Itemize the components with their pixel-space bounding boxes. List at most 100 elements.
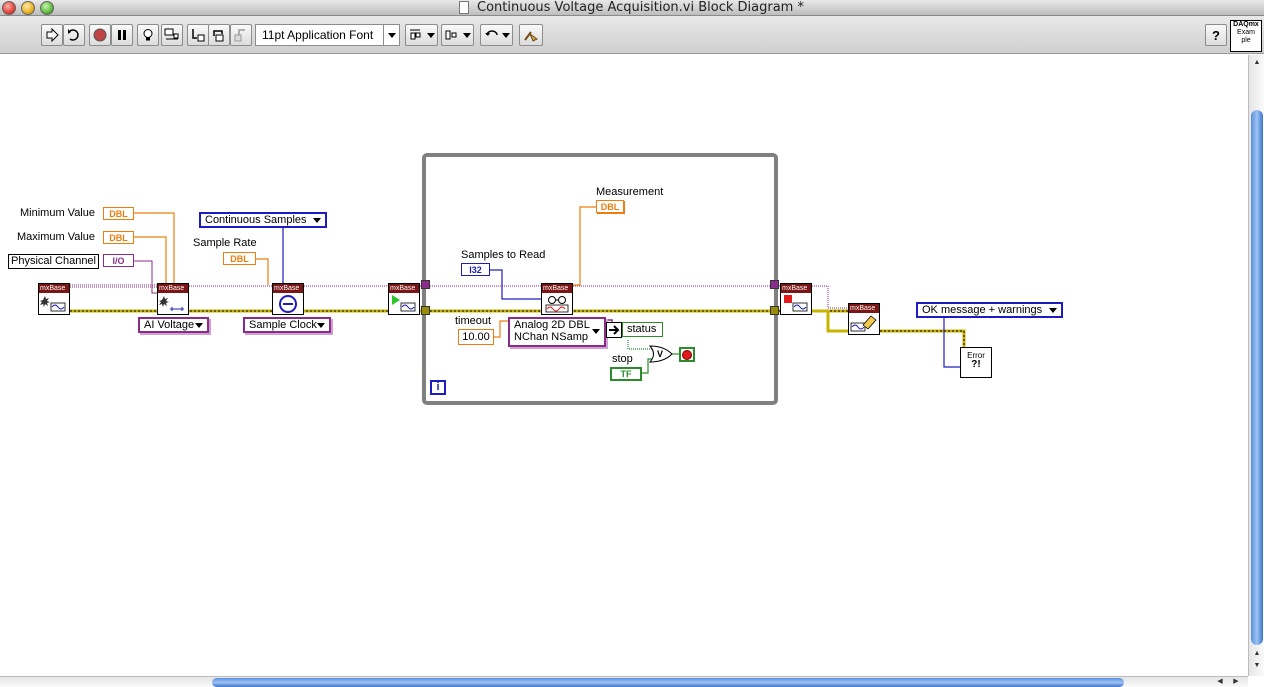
- error-dialog-type-ring[interactable]: OK message + warnings: [916, 302, 1063, 318]
- arrow-right-icon: [609, 325, 620, 335]
- vi-icon-line: DAQmx: [1233, 21, 1259, 28]
- task-out-tunnel: [770, 280, 779, 289]
- close-window-button[interactable]: [2, 1, 16, 15]
- samples-to-read-label: Samples to Read: [461, 249, 546, 261]
- sparkle-waveform-icon: [40, 296, 66, 312]
- distribute-objects-icon: [445, 30, 456, 40]
- run-continuously-button[interactable]: [63, 24, 85, 46]
- maximum-value-control[interactable]: DBL: [103, 231, 134, 244]
- wires-layer: [70, 206, 966, 374]
- vertical-scroll-thumb[interactable]: [1251, 110, 1263, 645]
- block-diagram-canvas[interactable]: Minimum Value DBL Maximum Value DBL Phys…: [0, 55, 1248, 676]
- abort-button[interactable]: [89, 24, 111, 46]
- reorder-button[interactable]: [480, 24, 513, 46]
- physical-channel-control[interactable]: I/O: [103, 254, 134, 267]
- error-vi-sub: ?!: [971, 359, 981, 370]
- scroll-down-icon[interactable]: ▼: [1253, 662, 1261, 669]
- zoom-window-button[interactable]: [40, 1, 54, 15]
- clean-up-diagram-button[interactable]: [519, 24, 543, 46]
- minimum-value-control[interactable]: DBL: [103, 207, 134, 220]
- unbundle-by-name-node[interactable]: [606, 322, 622, 338]
- distribute-objects-button[interactable]: [441, 24, 474, 46]
- step-into-button[interactable]: [187, 24, 209, 46]
- scroll-up-icon[interactable]: ▲: [1253, 59, 1261, 66]
- stop-button-control[interactable]: TF: [610, 367, 642, 381]
- read-mode-line1: Analog 2D DBL: [514, 319, 590, 331]
- stop-task-vi[interactable]: mxBase: [780, 283, 812, 315]
- step-out-button[interactable]: [230, 24, 252, 46]
- physical-channel-label: Physical Channel: [8, 254, 99, 269]
- vi-header: mxBase: [781, 284, 811, 293]
- step-out-icon: [234, 29, 245, 42]
- measurement-label: Measurement: [596, 186, 664, 198]
- sample-mode-ring[interactable]: Continuous Samples: [199, 212, 327, 228]
- vi-header: mxBase: [542, 284, 572, 293]
- chevron-down-icon: [462, 32, 471, 38]
- chevron-down-icon: [592, 329, 600, 334]
- diagram-toolbar: 11pt Application Font ? DAQmx Exam ple: [0, 16, 1264, 54]
- status-element: status: [622, 322, 663, 337]
- chevron-down-icon: [501, 32, 510, 38]
- abort-stop-icon: [93, 28, 107, 42]
- loop-iteration-terminal: i: [430, 380, 446, 395]
- stop-square-icon: [784, 295, 808, 312]
- timeout-constant[interactable]: 10.00: [458, 329, 494, 345]
- play-icon: [392, 295, 416, 312]
- start-task-vi[interactable]: mxBase: [388, 283, 420, 315]
- error-in-tunnel: [421, 306, 430, 315]
- sample-rate-control[interactable]: DBL: [223, 252, 256, 265]
- run-button[interactable]: [41, 24, 63, 46]
- read-mode-ring[interactable]: Analog 2D DBL NChan NSamp: [508, 317, 606, 347]
- create-virtual-channel-vi[interactable]: mxBase: [157, 283, 189, 315]
- create-channel-vi[interactable]: mxBase: [38, 283, 70, 315]
- pause-icon: [118, 30, 126, 40]
- error-dialog-type-value: OK message + warnings: [922, 304, 1043, 316]
- simple-error-handler-vi[interactable]: Error ?!: [960, 347, 992, 378]
- broom-icon: [524, 31, 538, 42]
- loop-condition-terminal[interactable]: [679, 347, 695, 362]
- retain-wire-values-button[interactable]: [161, 24, 183, 46]
- align-objects-button[interactable]: [405, 24, 438, 46]
- scroll-up-icon[interactable]: ▲: [1253, 650, 1261, 657]
- chevron-down-icon: [426, 32, 435, 38]
- channel-sparkle-icon: [159, 296, 184, 311]
- vertical-scrollbar[interactable]: ▲ ▲ ▼: [1248, 55, 1264, 676]
- vi-icon-line: ple: [1241, 37, 1251, 44]
- read-vi[interactable]: mxBase: [541, 283, 573, 315]
- while-loop[interactable]: [422, 153, 778, 405]
- run-continuously-icon: [68, 29, 79, 41]
- step-into-icon: [192, 29, 205, 42]
- measurement-type-ring[interactable]: AI Voltage: [138, 317, 209, 333]
- context-help-button[interactable]: ?: [1205, 24, 1227, 46]
- probe-icon: [164, 28, 179, 40]
- scroll-left-icon[interactable]: ◀: [1217, 678, 1223, 685]
- stop-if-true-icon: [683, 350, 691, 359]
- horizontal-scrollbar[interactable]: ◀ ▶: [0, 676, 1248, 687]
- font-select[interactable]: 11pt Application Font: [255, 24, 400, 46]
- highlight-execution-button[interactable]: [137, 24, 159, 46]
- timing-vi[interactable]: mxBase: [272, 283, 304, 315]
- stop-label: stop: [612, 353, 633, 365]
- step-over-icon: [213, 30, 224, 42]
- glasses-icon: [545, 296, 569, 313]
- error-vi-text: Error: [967, 351, 985, 360]
- lightbulb-icon: [143, 29, 153, 41]
- pause-button[interactable]: [111, 24, 133, 46]
- chevron-down-icon: [1049, 308, 1057, 313]
- horizontal-scroll-thumb[interactable]: [212, 678, 1124, 687]
- or-gate-icon[interactable]: V: [648, 345, 674, 363]
- window-title-bar: Continuous Voltage Acquisition.vi Block …: [0, 0, 1264, 16]
- timing-type-ring[interactable]: Sample Clock: [243, 317, 331, 333]
- samples-to-read-control[interactable]: I32: [461, 263, 490, 276]
- sample-rate-label: Sample Rate: [193, 237, 257, 249]
- timeout-label: timeout: [455, 315, 492, 327]
- svg-text:V: V: [657, 349, 663, 359]
- minimum-value-label: Minimum Value: [20, 207, 95, 219]
- vi-header: mxBase: [389, 284, 419, 293]
- eraser-icon: [850, 315, 877, 332]
- minimize-window-button[interactable]: [21, 1, 35, 15]
- scroll-right-icon[interactable]: ▶: [1233, 678, 1239, 685]
- measurement-indicator[interactable]: DBL: [596, 200, 624, 213]
- clear-task-vi[interactable]: mxBase: [848, 303, 880, 335]
- step-over-button[interactable]: [208, 24, 230, 46]
